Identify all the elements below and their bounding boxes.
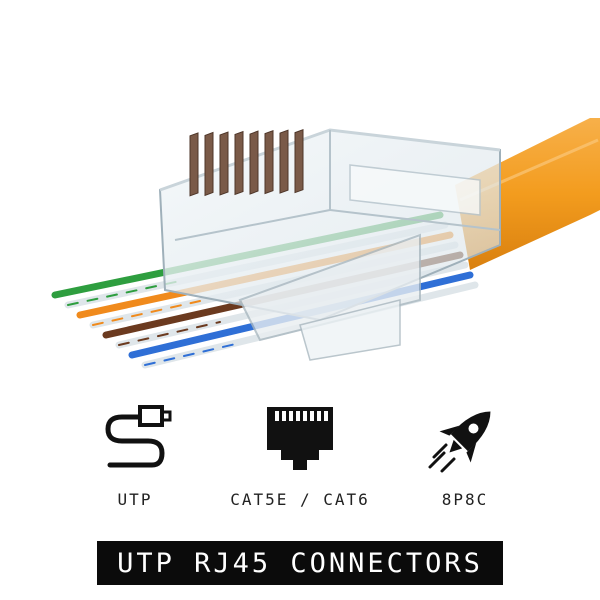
feature-label-cat5e-cat6: CAT5E / CAT6 [230, 490, 370, 509]
rocket-icon [428, 411, 491, 473]
clear-plug-body [158, 128, 501, 361]
feature-utp: UTP [45, 395, 225, 520]
metal-contacts [189, 129, 304, 197]
rj45-connector-illustration [51, 118, 600, 369]
feature-label-8p8c: 8P8C [441, 490, 489, 509]
cable-plug-icon [105, 405, 172, 468]
rj45-port-icon [267, 407, 333, 470]
title-banner: UTP RJ45 CONNECTORS [97, 541, 503, 585]
feature-8p8c: 8P8C [375, 395, 555, 520]
banner-title: UTP RJ45 CONNECTORS [117, 547, 483, 579]
feature-icon-row: UTP CAT5E / CAT6 [0, 395, 600, 520]
feature-label-utp: UTP [117, 490, 153, 509]
feature-cat5e-cat6: CAT5E / CAT6 [210, 395, 390, 520]
